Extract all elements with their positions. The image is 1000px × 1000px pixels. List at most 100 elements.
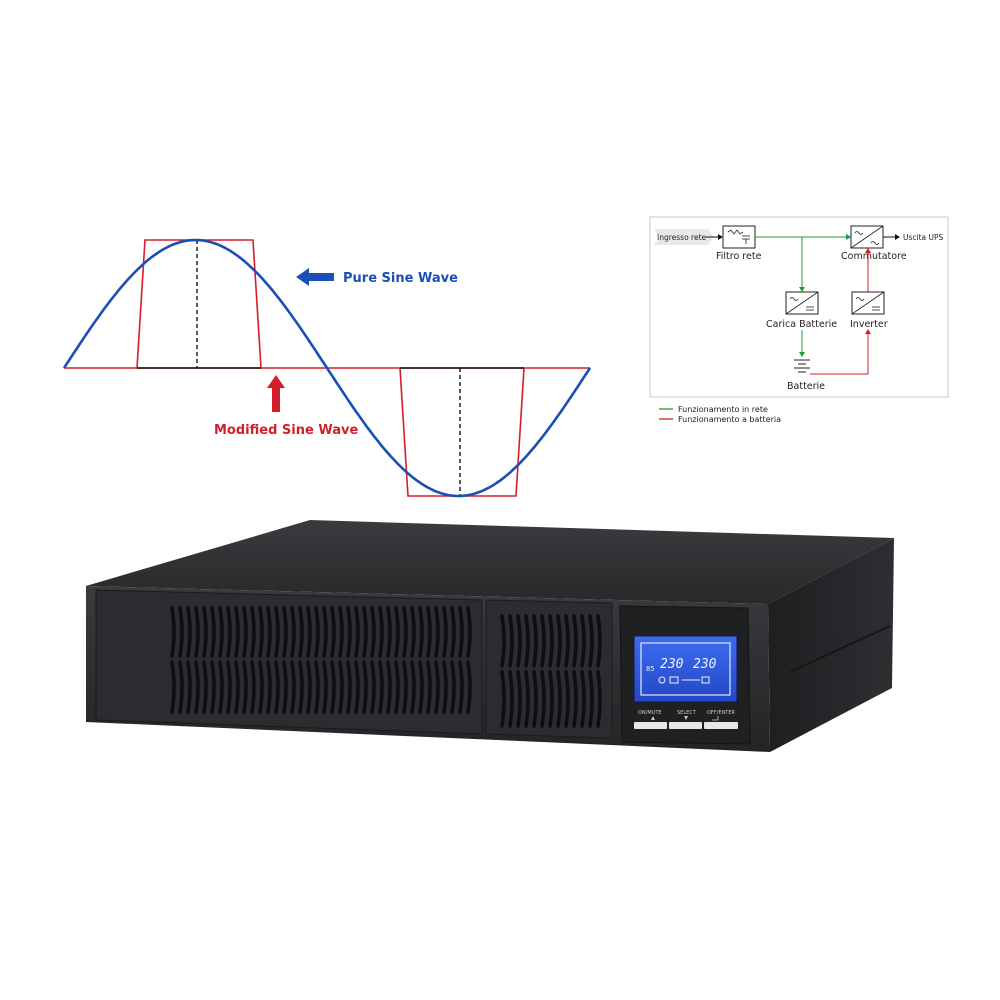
pure-sine-arrow-icon <box>296 268 334 286</box>
vent-grille-middle <box>500 614 602 728</box>
vent-slat <box>532 614 538 668</box>
vent-slat <box>548 614 554 668</box>
vent-slat <box>426 606 432 658</box>
vent-slat <box>202 660 208 714</box>
modified-sine-arrow-icon <box>267 375 285 412</box>
vent-slat <box>516 614 522 668</box>
vent-slat <box>524 614 530 668</box>
legend-battery-label: Funzionamento a batteria <box>678 415 781 424</box>
input-label: Ingresso rete <box>657 233 707 242</box>
vent-slat <box>322 606 328 658</box>
vent-slat <box>370 606 376 658</box>
vent-slat <box>450 606 456 658</box>
ups-block-diagram: Ingresso rete Filtro rete Commutatore Us… <box>649 216 949 424</box>
ac-dc-icon <box>785 291 819 315</box>
vent-slat <box>466 606 472 658</box>
vent-slat <box>354 606 360 658</box>
ups-device: 230 230 85 ON/MUTE SELECT OFF/ENTER <box>86 520 894 752</box>
vent-slat <box>186 660 192 714</box>
button-label-select: SELECT <box>677 710 697 716</box>
vent-slat <box>458 660 464 714</box>
vent-slat <box>290 606 296 658</box>
off-enter-button[interactable] <box>704 722 738 729</box>
vent-slat <box>564 670 570 728</box>
vent-slat <box>202 606 208 658</box>
dc-ac-icon <box>851 291 885 315</box>
vent-slat <box>258 606 264 658</box>
vent-slat <box>370 660 376 714</box>
vent-slat <box>178 606 184 658</box>
vent-slat <box>434 660 440 714</box>
lcd-flow-icon <box>658 676 710 684</box>
vent-slat <box>170 606 176 658</box>
front-panel-left <box>95 589 483 735</box>
inverter-label: Inverter <box>850 319 888 330</box>
control-buttons: ON/MUTE SELECT OFF/ENTER <box>634 710 738 729</box>
vent-slat <box>410 660 416 714</box>
vent-slat <box>500 614 506 668</box>
vent-slat <box>170 660 176 714</box>
battery-icon <box>794 359 810 373</box>
vent-slat <box>306 606 312 658</box>
vent-slat <box>418 660 424 714</box>
vent-slat <box>194 606 200 658</box>
diagram-legend: Funzionamento in rete Funzionamento a ba… <box>659 405 781 424</box>
ac-ac-icon <box>850 225 884 249</box>
vent-slat <box>242 606 248 658</box>
waveform-comparison: Pure Sine Wave Modified Sine Wave <box>62 238 592 498</box>
vent-slat <box>524 670 530 728</box>
vent-slat <box>548 670 554 728</box>
vent-slat <box>218 660 224 714</box>
chassis-top <box>86 520 894 604</box>
battery-label: Batterie <box>787 381 825 392</box>
vent-slat <box>450 660 456 714</box>
select-button[interactable] <box>669 722 702 729</box>
vent-slat <box>386 660 392 714</box>
vent-slat <box>282 660 288 714</box>
vent-slat <box>466 660 472 714</box>
vent-slat <box>556 670 562 728</box>
button-label-on-mute: ON/MUTE <box>638 710 662 716</box>
legend-grid-label: Funzionamento in rete <box>678 405 768 414</box>
vent-slat <box>596 670 602 728</box>
vent-slat <box>298 606 304 658</box>
vent-slat <box>186 606 192 658</box>
vent-slat <box>458 606 464 658</box>
vent-slat <box>274 660 280 714</box>
vent-slat <box>210 660 216 714</box>
enter-icon <box>712 716 719 721</box>
vent-slat <box>572 670 578 728</box>
vent-slat <box>540 670 546 728</box>
vent-slat <box>338 660 344 714</box>
vent-slat <box>402 606 408 658</box>
pure-sine-label: Pure Sine Wave <box>343 271 458 286</box>
vent-slat <box>588 614 594 668</box>
vent-slat <box>386 606 392 658</box>
down-arrow-icon <box>684 716 688 720</box>
vent-slat <box>234 660 240 714</box>
filter-label: Filtro rete <box>716 251 762 262</box>
vent-slat <box>258 660 264 714</box>
pure-sine-curve <box>62 238 592 498</box>
lcd-display: 230 230 85 <box>633 635 738 703</box>
vent-slat <box>322 660 328 714</box>
on-mute-button[interactable] <box>634 722 667 729</box>
vent-slat <box>362 660 368 714</box>
front-panel-middle <box>485 599 613 739</box>
vent-slat <box>346 660 352 714</box>
vent-slat <box>540 614 546 668</box>
vent-slat <box>588 670 594 728</box>
vent-slat <box>508 614 514 668</box>
vent-slat <box>508 670 514 728</box>
vent-slat <box>580 670 586 728</box>
vent-slat <box>314 660 320 714</box>
vent-slat <box>572 614 578 668</box>
vent-slat <box>282 606 288 658</box>
vent-slat <box>306 660 312 714</box>
input-badge <box>654 229 714 245</box>
vent-slat <box>394 660 400 714</box>
vent-slat <box>226 606 232 658</box>
vent-slat <box>418 606 424 658</box>
vent-slat <box>564 614 570 668</box>
chassis-side <box>768 538 894 752</box>
